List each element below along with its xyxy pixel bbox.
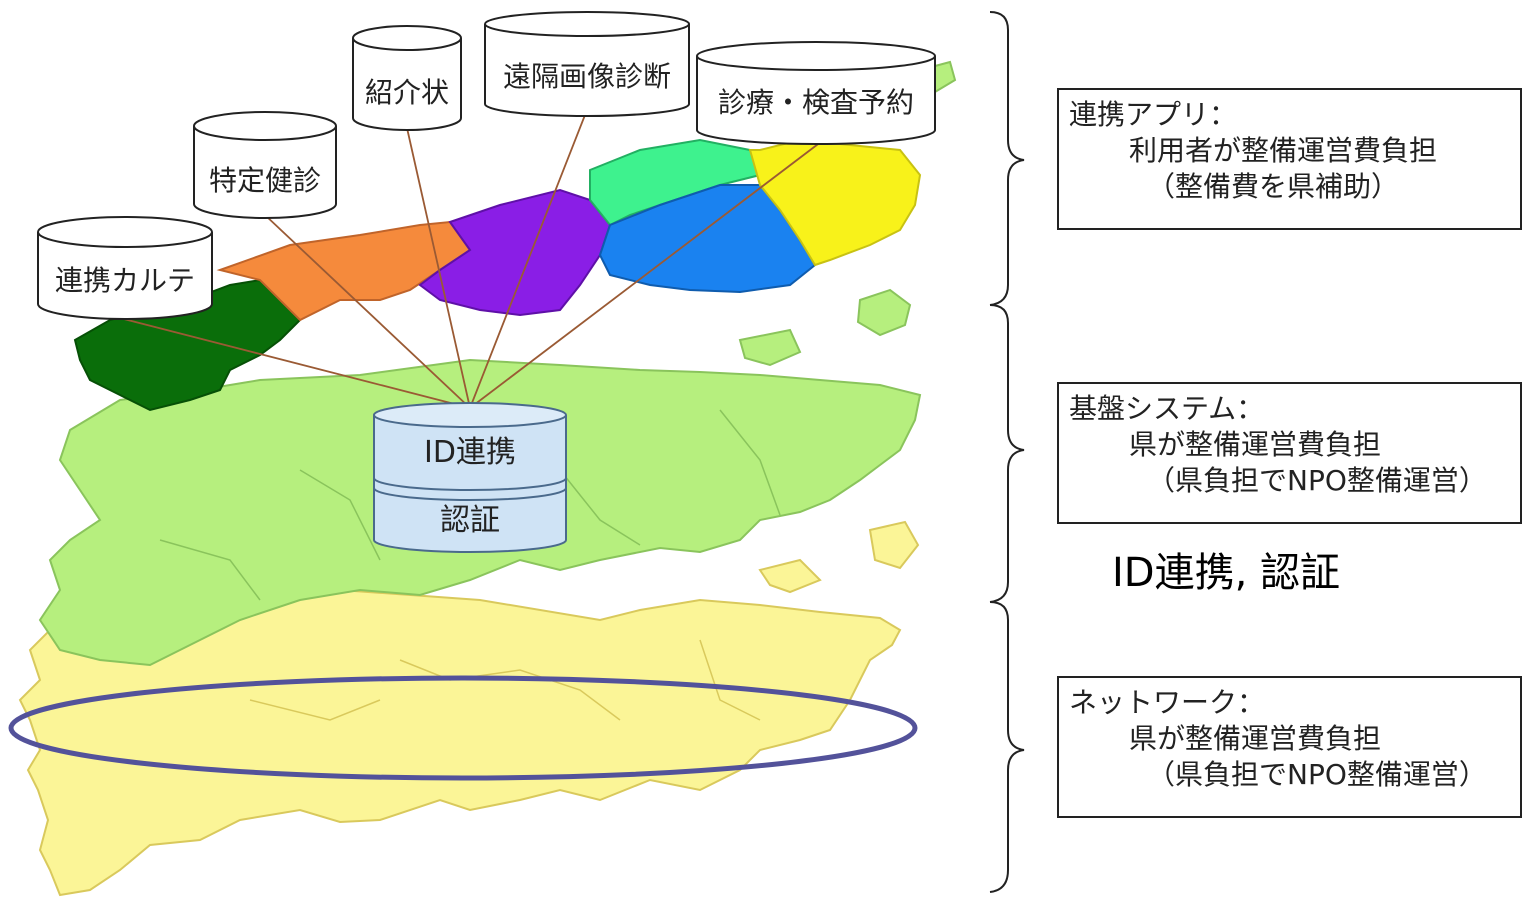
panel-base-line1: 県が整備運営費負担 bbox=[1129, 428, 1382, 461]
panel-apps-line1: 利用者が整備運営費負担 bbox=[1129, 134, 1438, 167]
app-label-kenshin: 特定健診 bbox=[209, 164, 321, 197]
brace-base bbox=[989, 304, 1025, 603]
network-map-borders bbox=[249, 639, 761, 721]
connector-karte bbox=[119, 317, 471, 409]
caption-text: ID連携, 認証 bbox=[1112, 550, 1341, 596]
brace-network bbox=[989, 601, 1025, 893]
region-purple bbox=[418, 188, 612, 317]
cylinder-shokai: 紹介状 bbox=[352, 25, 462, 131]
app-label-karte: 連携カルテ bbox=[55, 264, 195, 297]
panel-base-title: 基盤システム： bbox=[1069, 392, 1265, 425]
region-yellow bbox=[748, 138, 922, 267]
island-4 bbox=[758, 558, 822, 594]
connector-lines bbox=[119, 114, 831, 409]
braces bbox=[989, 11, 1025, 893]
hub-label-id: ID連携 bbox=[424, 435, 516, 470]
panel-network-title: ネットワーク： bbox=[1069, 686, 1266, 719]
brace-apps bbox=[989, 11, 1025, 306]
app-label-shokai: 紹介状 bbox=[365, 76, 449, 109]
region-blue bbox=[598, 184, 817, 294]
base-map-borders bbox=[159, 409, 781, 601]
connector-kenshin bbox=[264, 214, 471, 409]
panel-apps-title: 連携アプリ： bbox=[1069, 98, 1238, 131]
network-ellipse bbox=[8, 675, 918, 781]
cylinder-kenshin: 特定健診 bbox=[193, 111, 337, 219]
apps-layer-map bbox=[73, 60, 957, 412]
cylinder-karte: 連携カルテ bbox=[37, 216, 213, 320]
connector-yoyaku bbox=[469, 134, 831, 409]
cylinder-yoyaku: 診療・検査予約 bbox=[696, 41, 936, 145]
panel-network: ネットワーク： 県が整備運営費負担 （県負担でNPO整備運営） bbox=[1057, 676, 1522, 818]
network-map-shape bbox=[18, 588, 902, 897]
app-label-enkaku: 遠隔画像診断 bbox=[503, 60, 671, 93]
panel-base-line2: （県負担でNPO整備運営） bbox=[1147, 464, 1487, 497]
connector-enkaku bbox=[469, 114, 586, 409]
panel-network-line2: （県負担でNPO整備運営） bbox=[1147, 758, 1487, 791]
app-label-yoyaku: 診療・検査予約 bbox=[718, 86, 914, 119]
hub-cylinder: ID連携 認証 bbox=[373, 402, 567, 553]
panel-network-line1: 県が整備運営費負担 bbox=[1129, 722, 1382, 755]
panel-apps-line2: （整備費を県補助） bbox=[1147, 170, 1400, 203]
panel-base: 基盤システム： 県が整備運営費負担 （県負担でNPO整備運営） bbox=[1057, 382, 1522, 524]
island-2 bbox=[738, 328, 802, 367]
island-1 bbox=[856, 288, 912, 337]
hub-label-auth: 認証 bbox=[440, 503, 500, 538]
island-3 bbox=[868, 520, 920, 570]
network-layer-map bbox=[8, 588, 918, 897]
connector-shokai bbox=[406, 127, 471, 409]
panel-apps: 連携アプリ： 利用者が整備運営費負担 （整備費を県補助） bbox=[1057, 88, 1522, 230]
cylinder-enkaku: 遠隔画像診断 bbox=[484, 11, 690, 117]
